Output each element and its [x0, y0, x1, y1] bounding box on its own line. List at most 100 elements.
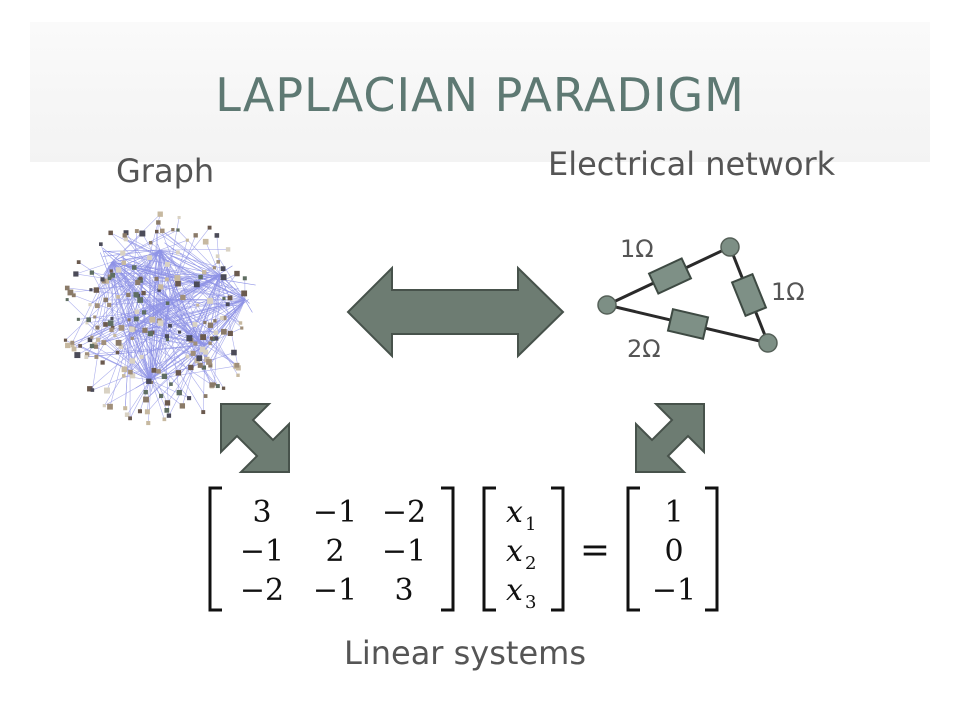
graph-node: [165, 301, 170, 305]
graph-edge: [129, 329, 147, 393]
graph-node: [149, 316, 156, 323]
graph-edge: [118, 322, 151, 381]
graph-node: [89, 288, 93, 292]
graph-node: [129, 326, 135, 333]
graph-edge: [162, 230, 221, 276]
graph-node: [175, 280, 181, 287]
graph-node: [201, 365, 207, 370]
graph-node: [65, 298, 69, 302]
graph-node: [107, 320, 114, 326]
graph-edge: [159, 249, 242, 329]
graph-edge: [66, 299, 151, 381]
graph-node: [200, 334, 207, 341]
graph-edge: [159, 249, 213, 387]
graph-node: [193, 281, 200, 288]
title-band: [30, 22, 930, 162]
graph-node: [74, 352, 81, 359]
rhs-entry: −1: [652, 573, 696, 608]
graph-node: [209, 382, 215, 388]
graph-node: [155, 229, 159, 234]
graph-edge: [117, 296, 151, 381]
graph-node: [234, 270, 240, 277]
graph-node: [108, 230, 113, 236]
slide-title: LAPLACIAN PARADIGM: [215, 68, 745, 122]
graph-node: [175, 370, 182, 376]
graph-edge: [153, 249, 161, 264]
graph-node: [174, 275, 181, 282]
resistor-top: [647, 257, 693, 295]
graph-node: [127, 318, 131, 322]
graph-node: [227, 295, 233, 301]
graph-edge: [104, 379, 151, 406]
graph-edge: [244, 299, 253, 313]
graph-node: [129, 358, 135, 364]
graph-edge: [159, 249, 239, 376]
graph-edge: [129, 329, 168, 404]
graph-node: [164, 262, 170, 267]
graph-node: [242, 276, 247, 281]
graph-edge: [202, 344, 206, 413]
graph-node: [95, 337, 101, 342]
graph-node: [214, 336, 219, 341]
graph-node: [157, 320, 164, 326]
matrix-entry: −2: [240, 573, 284, 608]
graph-edge: [111, 299, 246, 331]
graph-node: [169, 382, 173, 386]
graph-node: [142, 327, 148, 333]
graph-node: [165, 338, 170, 342]
graph-node: [113, 333, 117, 338]
matrix-bracket-right: [441, 486, 455, 612]
graph-node: [115, 350, 120, 355]
graph-edge: [145, 299, 246, 400]
graph-edge: [109, 274, 221, 306]
resistor-right-label: 1Ω: [771, 278, 805, 306]
matrix-entry: −1: [240, 534, 284, 569]
graph-node: [220, 274, 227, 281]
graph-node: [141, 290, 146, 296]
graph-edge: [129, 287, 239, 331]
graph-node: [214, 233, 220, 238]
graph-node: [147, 331, 153, 337]
graph-node: [107, 403, 113, 410]
graph-node: [137, 297, 144, 303]
resistor-right: [730, 272, 768, 318]
graph-node: [76, 317, 80, 321]
graph-node: [85, 321, 89, 325]
graph-node: [219, 316, 224, 320]
graph-edge: [115, 272, 221, 276]
graph-node: [166, 413, 172, 418]
graph-node: [110, 316, 114, 321]
graph-node: [87, 386, 93, 392]
graph-node: [109, 269, 113, 273]
graph-node: [158, 284, 164, 290]
graph-node: [222, 315, 227, 321]
graph-node: [162, 417, 167, 422]
graph-node: [221, 386, 226, 390]
graph-node: [143, 396, 149, 403]
graph-edge: [121, 256, 171, 301]
resistor-top-label: 1Ω: [620, 235, 654, 263]
graph-node: [93, 315, 97, 319]
graph-node: [203, 320, 207, 325]
graph-node: [139, 276, 143, 280]
graph-node: [168, 323, 172, 328]
graph-node: [176, 228, 180, 232]
vector-x-bracket-left: [482, 486, 496, 612]
graph-node: [185, 354, 190, 359]
graph-edge: [169, 261, 219, 301]
graph-node: [208, 363, 213, 368]
graph-node: [89, 343, 95, 349]
graph-node: [146, 420, 151, 426]
graph-edge: [118, 274, 221, 344]
graph-node: [164, 407, 170, 413]
graph-edge: [167, 264, 171, 301]
graph-edge: [182, 274, 221, 406]
graph-edge: [169, 299, 200, 341]
graph-edge: [124, 329, 131, 370]
graph-node: [187, 396, 192, 401]
graph-node: [116, 294, 120, 299]
graph-node: [90, 335, 94, 339]
vector-x-entry: x: [506, 573, 523, 608]
graph-node: [192, 322, 198, 327]
graph-node: [64, 285, 70, 291]
